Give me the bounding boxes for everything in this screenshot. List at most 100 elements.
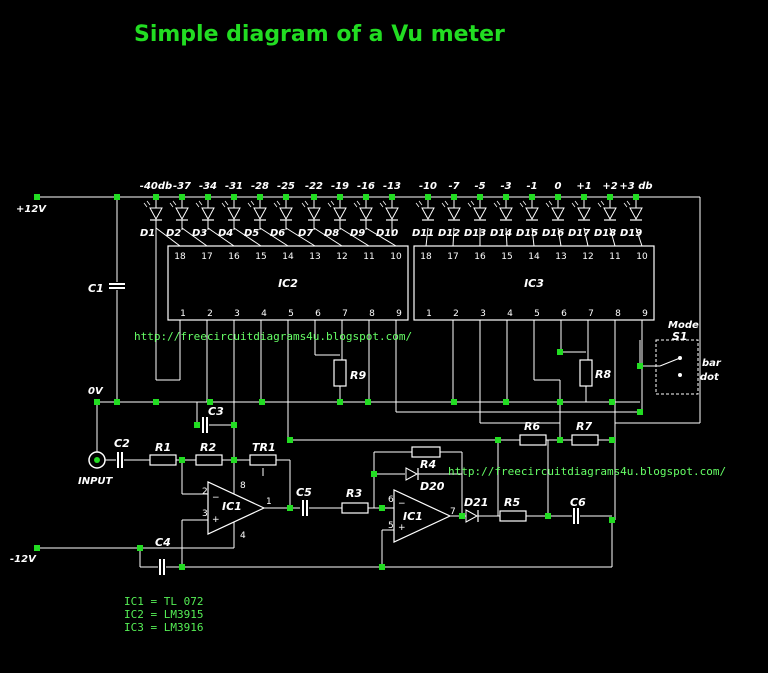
r6 [519,434,547,446]
ic3-in [425,227,429,247]
led-9-ray [353,202,358,208]
led-1 [149,207,163,221]
led-1-ray2 [146,200,151,206]
ic2-top-pin: 18 [174,252,186,262]
r5-label: R5 [504,496,520,509]
c1-label: C1 [88,282,104,295]
ic3-in [557,227,562,247]
led-2-ray2 [172,200,177,206]
led-7-ray2 [304,200,309,206]
led-14-ray [493,202,498,208]
ic3-top-pin: 18 [420,252,432,262]
led-18-ray [597,202,602,208]
led-1-ray [143,202,148,208]
diode-label: D12 [438,228,460,239]
rail-0v-node [94,399,100,405]
led-9-ray2 [356,200,361,206]
ic3-p6-node [557,349,563,355]
rail-0v-node [557,399,563,405]
led-11 [421,207,435,221]
ic3-in [609,227,616,247]
switch-node [637,363,643,369]
led-14 [499,207,513,221]
c4-right-node [179,564,185,570]
ic3-bottom-pin: 4 [507,309,513,319]
db-label: +3 db [619,181,652,192]
db-label: +1 [576,181,591,192]
led-node [555,194,561,200]
diode-label: D19 [620,228,642,239]
led-5 [253,207,267,221]
led-13-ray [467,202,472,208]
ic1b-pin7: 7 [450,507,456,517]
ic3-in [452,227,455,247]
led-node [581,194,587,200]
db-label: -22 [305,181,323,192]
ic3-top-pin: 11 [609,252,620,262]
led-4-ray [221,202,226,208]
ic2-top-pin: 15 [255,252,266,262]
diode-label: D1 [140,228,155,239]
led-node [363,194,369,200]
db-label: -28 [251,181,269,192]
neg12-node [34,545,40,551]
ic3-bottom-pin: 5 [534,309,540,319]
ic1a [207,481,266,535]
rail-neg12-label: -12V [10,554,37,565]
rail-0v-node [503,399,509,405]
led-17-ray2 [574,200,579,206]
switch-dot-label: dot [700,372,720,383]
ic2 [167,245,409,321]
led-node [633,194,639,200]
ic2-in [155,227,181,247]
led-16-ray2 [548,200,553,206]
diode-label: D8 [324,228,339,239]
input-jack-center [94,457,100,463]
ic1a-pin2: 2 [202,487,208,497]
led-9 [359,207,373,221]
ic2-in [207,227,235,247]
ic1b-pin6: 6 [388,495,394,505]
led-node [389,194,395,200]
ic2-bottom-pin: 6 [315,309,321,319]
ic2-bottom-pin: 1 [180,309,186,319]
led-8 [333,207,347,221]
led-5-ray2 [250,200,255,206]
ic2-bottom-pin: 5 [288,309,294,319]
rail-pos12-label: +12V [16,204,47,215]
bus-node [495,437,501,443]
db-label: -10 [419,181,437,192]
led-node [283,194,289,200]
ic1a-out-node [287,505,293,511]
legend-ic1: IC1 = TL 072 [124,595,203,608]
ic3-in [531,227,535,247]
r7 [571,434,599,446]
ic3-bottom-pin: 2 [453,309,459,319]
ic2-bottom-pin: 9 [396,309,402,319]
blog-url-left: http://freecircuitdiagrams4u.blogspot.co… [134,330,412,343]
r1-node [179,457,185,463]
ic3-bottom-pin: 3 [480,309,486,319]
led-13 [473,207,487,221]
led-node [425,194,431,200]
ic3-in [505,227,508,247]
r6-label: R6 [524,420,540,433]
legend-ic3: IC3 = LM3916 [124,621,203,634]
ic1a-label: IC1 [222,500,242,513]
d20-node [371,471,377,477]
r1 [149,454,177,466]
led-node [205,194,211,200]
ic2-in [181,227,208,247]
input-label: INPUT [78,476,114,487]
led-8-ray2 [330,200,335,206]
led-17-ray [571,202,576,208]
d21-label: D21 [464,496,488,509]
ic1b-pin5: 5 [388,521,394,531]
c2-label: C2 [114,437,130,450]
switch-contact-bar [678,356,682,360]
r1-label: R1 [155,441,171,454]
rail-0v-label: 0V [88,386,104,397]
ic3-in [583,227,589,247]
ic2-top-pin: 11 [363,252,374,262]
